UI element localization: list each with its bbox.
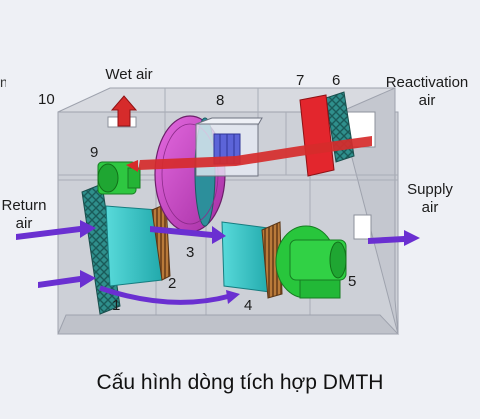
- component-coil-4: [221, 221, 283, 299]
- component-label-10: 10: [38, 91, 55, 108]
- reactivation-air-arrow: [126, 136, 372, 172]
- component-coil-2: [105, 203, 171, 287]
- component-label-8: 8: [216, 92, 225, 109]
- supply-air-arrow: [368, 230, 420, 246]
- reactivation-air-label: Reactivation air: [385, 74, 469, 109]
- component-label-4: 4: [244, 297, 253, 314]
- component-box-8: [195, 117, 263, 177]
- wet-air-arrow: [110, 95, 138, 127]
- component-fan-5: [275, 225, 347, 299]
- component-fan-9: [97, 161, 141, 195]
- component-label-1: 1: [112, 297, 121, 314]
- return-air-arrow-upper: [16, 220, 96, 240]
- component-label-9: 9: [90, 144, 99, 161]
- supply-air-label: Supply air: [407, 181, 453, 216]
- component-label-3: 3: [186, 244, 195, 261]
- return-air-label: Return air: [1, 197, 47, 232]
- component-label-2: 2: [168, 275, 177, 292]
- cropped-text-fragment: n: [0, 74, 6, 90]
- wet-air-label: Wet air: [105, 66, 153, 83]
- component-label-7: 7: [296, 72, 305, 89]
- process-air-arrow-through-rotor: [150, 226, 226, 244]
- diagram-caption: Cấu hình dòng tích hợp DMTH: [96, 371, 384, 394]
- component-label-6: 6: [332, 72, 341, 89]
- component-label-5: 5: [348, 273, 357, 290]
- process-air-arrow-bottom: [99, 285, 240, 305]
- return-air-arrow-lower: [38, 270, 96, 288]
